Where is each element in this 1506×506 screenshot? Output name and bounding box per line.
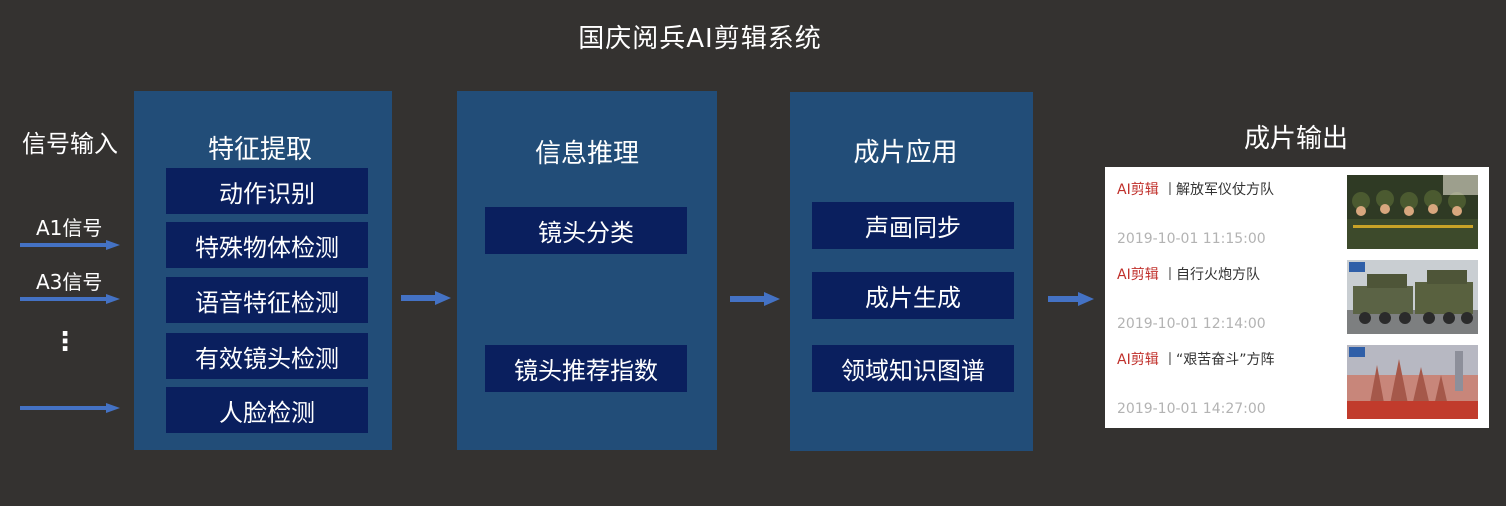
signal-a3-label: A3信号 [36,270,103,294]
feature-extraction-title: 特征提取 [207,135,312,165]
signal-a1-label: A1信号 [36,216,103,240]
signal-a3-arrow [20,294,120,304]
special-object-detection-box: 特殊物体检测 [166,222,368,268]
news-timestamp: 2019-10-01 11:15:00 [1117,231,1266,247]
news-item[interactable]: AI剪辑 丨 自行火炮方队 2019-10-01 12:14:00 [1105,252,1489,336]
domain-knowledge-graph-box: 领域知识图谱 [812,345,1014,392]
inference-title: 信息推理 [534,139,639,169]
news-timestamp: 2019-10-01 12:14:00 [1117,316,1266,332]
signal-input-label: 信号输入 [22,130,118,158]
ai-edit-tag: AI剪辑 [1117,352,1159,368]
ai-edit-tag: AI剪辑 [1117,267,1159,283]
diagram-title: 国庆阅兵AI剪辑系统 [578,24,822,54]
audio-video-sync-box: 声画同步 [812,202,1014,249]
signal-a1-arrow [20,240,120,250]
more-signals-ellipsis: ⋮ [52,327,78,357]
shot-classification-box: 镜头分类 [485,207,687,254]
output-title: 成片输出 [1244,124,1349,154]
news-item[interactable]: AI剪辑 丨 解放军仪仗方队 2019-10-01 11:15:00 [1105,167,1489,251]
voice-feature-detection-box: 语音特征检测 [166,277,368,323]
honor-guard-thumbnail [1347,175,1478,249]
artillery-thumbnail [1347,260,1478,334]
face-detection-box: 人脸检测 [166,387,368,433]
valid-shot-detection-box: 有效镜头检测 [166,333,368,379]
inference-panel: 信息推理 镜头分类 镜头推荐指数 [457,91,717,450]
ai-edit-tag: AI剪辑 [1117,182,1159,198]
news-headline: “艰苦奋斗”方阵 [1176,352,1275,368]
video-generation-box: 成片生成 [812,272,1014,319]
float-thumbnail [1347,345,1478,419]
flow-arrow-1 [401,291,451,305]
flow-arrow-3 [1048,292,1094,306]
separator: 丨 [1163,352,1177,368]
separator: 丨 [1163,182,1177,198]
feature-extraction-panel: 特征提取 动作识别 特殊物体检测 语音特征检测 有效镜头检测 人脸检测 [134,91,392,450]
flow-arrow-2 [730,292,780,306]
news-headline: 解放军仪仗方队 [1176,182,1274,198]
signal-more-arrow [20,403,120,413]
news-item[interactable]: AI剪辑 丨 “艰苦奋斗”方阵 2019-10-01 14:27:00 [1105,337,1489,421]
shot-recommendation-index-box: 镜头推荐指数 [485,345,687,392]
separator: 丨 [1163,267,1177,283]
news-headline: 自行火炮方队 [1176,267,1260,283]
news-timestamp: 2019-10-01 14:27:00 [1117,401,1266,417]
application-panel: 成片应用 声画同步 成片生成 领域知识图谱 [790,92,1033,451]
output-news-card: AI剪辑 丨 解放军仪仗方队 2019-10-01 11:15:00 AI剪辑 … [1105,167,1489,428]
action-recognition-box: 动作识别 [166,168,368,214]
application-title: 成片应用 [853,138,958,168]
